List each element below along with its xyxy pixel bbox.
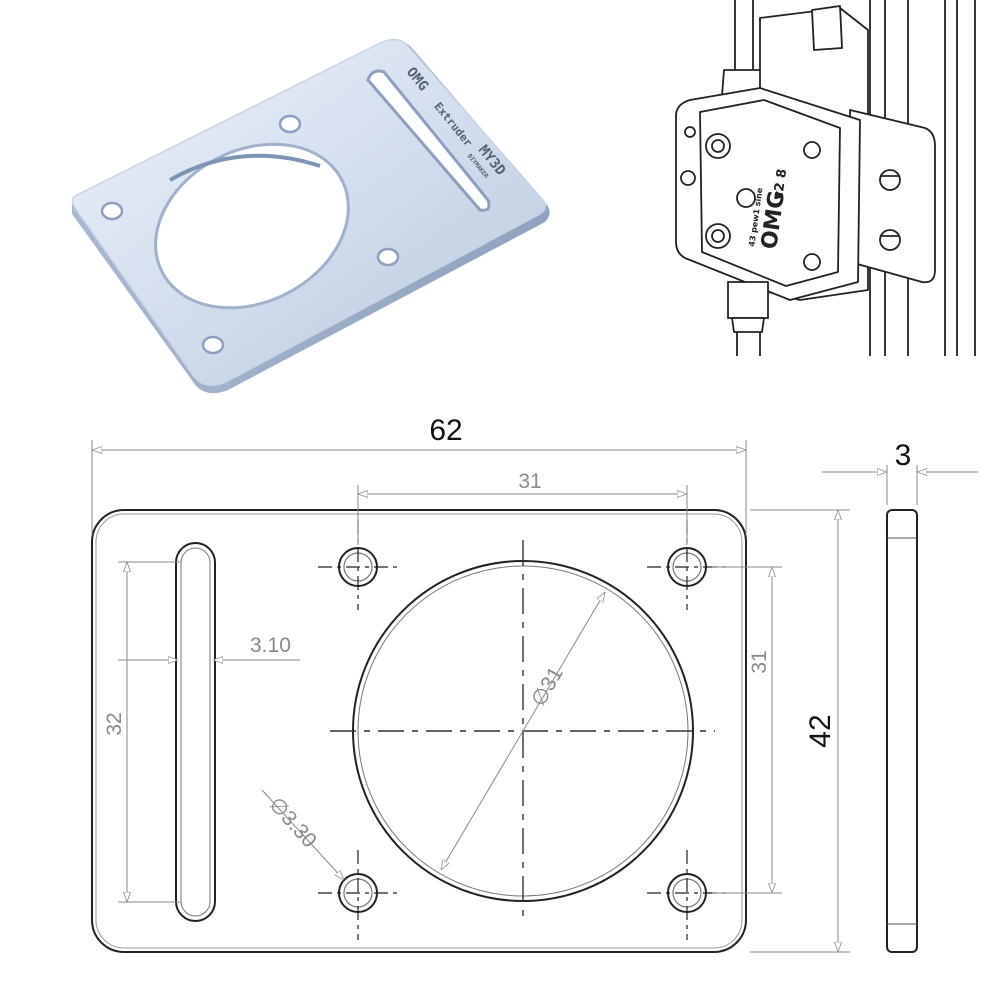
extruder-render: OMG v2 8 43 pew1 sine: [675, 0, 976, 356]
dim-slot-length: [118, 561, 180, 903]
dim-height: [750, 509, 850, 953]
mounting-holes: [318, 520, 727, 940]
dim-vertical-spacing: [712, 566, 782, 894]
dim-slot-width-label: 3.10: [250, 634, 291, 657]
dim-mount-diameter: [261, 789, 344, 880]
center-hole: [330, 540, 715, 918]
side-view: [886, 509, 918, 953]
dim-center-diameter: [441, 592, 605, 870]
plate-photo: OMG Extruder MY3D DIYMAKER: [71, 38, 550, 394]
dim-thickness: [822, 465, 978, 505]
plate-outline: [91, 509, 747, 953]
dim-height-label: 42: [804, 714, 837, 747]
slot: [175, 542, 216, 922]
dim-hole-spacing-label: 31: [518, 470, 541, 493]
dim-thickness-label: 3: [895, 439, 912, 472]
dim-vertical-spacing-label: 31: [748, 650, 771, 673]
technical-drawing: 62 31 3 42 31: [91, 414, 978, 953]
dim-hole-spacing: [357, 485, 688, 545]
dim-width: [91, 440, 747, 535]
render-model: v2 8: [771, 168, 790, 201]
dim-slot-length-label: 32: [103, 712, 126, 735]
dim-width-label: 62: [429, 414, 462, 447]
dim-center-diameter-label: ∅31: [527, 663, 568, 711]
dim-mount-diameter-label: ∅3.30: [264, 793, 321, 852]
